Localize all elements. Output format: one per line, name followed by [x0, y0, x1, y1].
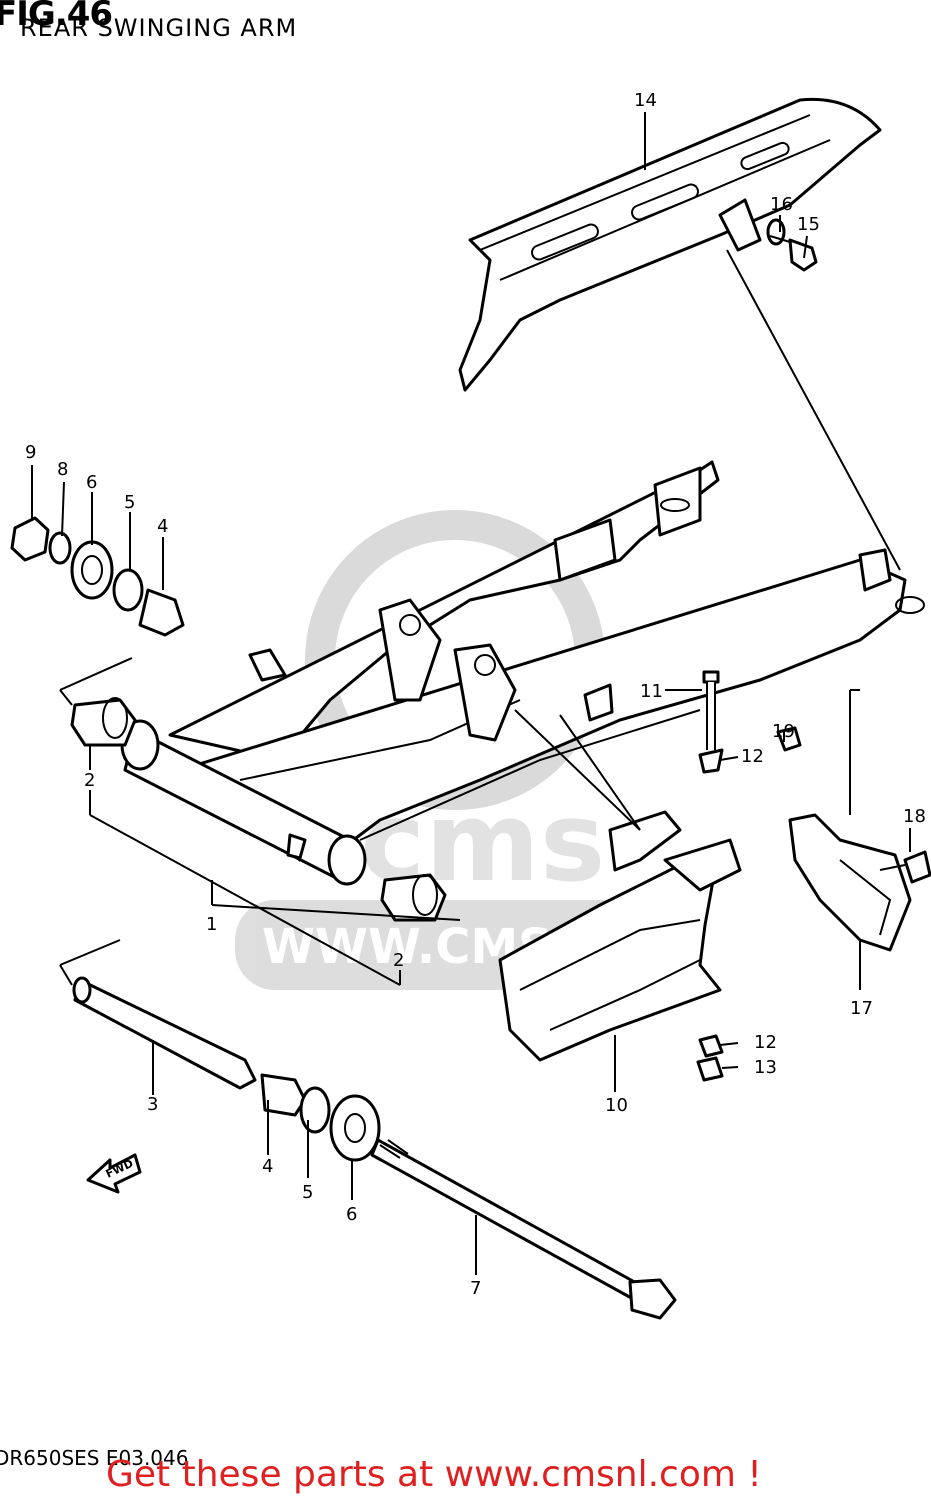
figure-subtitle: REAR SWINGING ARM — [20, 14, 298, 42]
callout-11: 11 — [640, 681, 663, 702]
chain-slider-10 — [498, 810, 742, 1062]
callout-4-upper: 4 — [157, 516, 168, 537]
swing-arm-body — [120, 460, 925, 886]
pivot-shaft-7 — [370, 1138, 677, 1320]
callout-13: 13 — [754, 1057, 777, 1078]
callout-10: 10 — [605, 1095, 628, 1116]
callout-17: 17 — [850, 998, 873, 1019]
callout-14: 14 — [634, 90, 657, 111]
callout-2-left: 2 — [84, 770, 95, 791]
callout-8: 8 — [57, 459, 68, 480]
callout-15: 15 — [797, 214, 820, 235]
callout-5-upper: 5 — [124, 492, 135, 513]
callout-1: 1 — [206, 914, 217, 935]
pivot-parts-lower — [72, 976, 381, 1162]
chain-guide-17 — [776, 726, 931, 952]
callout-6-upper: 6 — [86, 472, 97, 493]
get-parts-link[interactable]: Get these parts at www.cmsnl.com ! — [106, 1454, 762, 1495]
callout-labels: 14 16 15 9 8 6 5 4 11 19 12 18 2 1 2 17 … — [25, 90, 926, 1299]
fwd-arrow: FWD — [86, 1153, 142, 1194]
callout-3: 3 — [147, 1094, 158, 1115]
callout-6-lower: 6 — [346, 1204, 357, 1225]
callout-16: 16 — [770, 194, 793, 215]
callout-9: 9 — [25, 442, 36, 463]
diagram-code: DR650SES E03.046 — [0, 1446, 189, 1470]
callout-18: 18 — [903, 806, 926, 827]
callout-5-lower: 5 — [302, 1182, 313, 1203]
figure-number: FIG.46 — [0, 0, 113, 34]
bolt-nuts-11-12-13 — [696, 670, 724, 1082]
leader-lines — [31, 112, 911, 1275]
callout-12-upper: 12 — [741, 746, 764, 767]
callout-4-lower: 4 — [262, 1156, 273, 1177]
callout-12-lower: 12 — [754, 1032, 777, 1053]
callout-2-right: 2 — [393, 950, 404, 971]
callout-19: 19 — [772, 721, 795, 742]
bushings-2 — [70, 697, 447, 922]
callout-7: 7 — [470, 1278, 481, 1299]
pivot-parts-upper — [10, 516, 185, 637]
chain-case-part — [458, 97, 882, 392]
